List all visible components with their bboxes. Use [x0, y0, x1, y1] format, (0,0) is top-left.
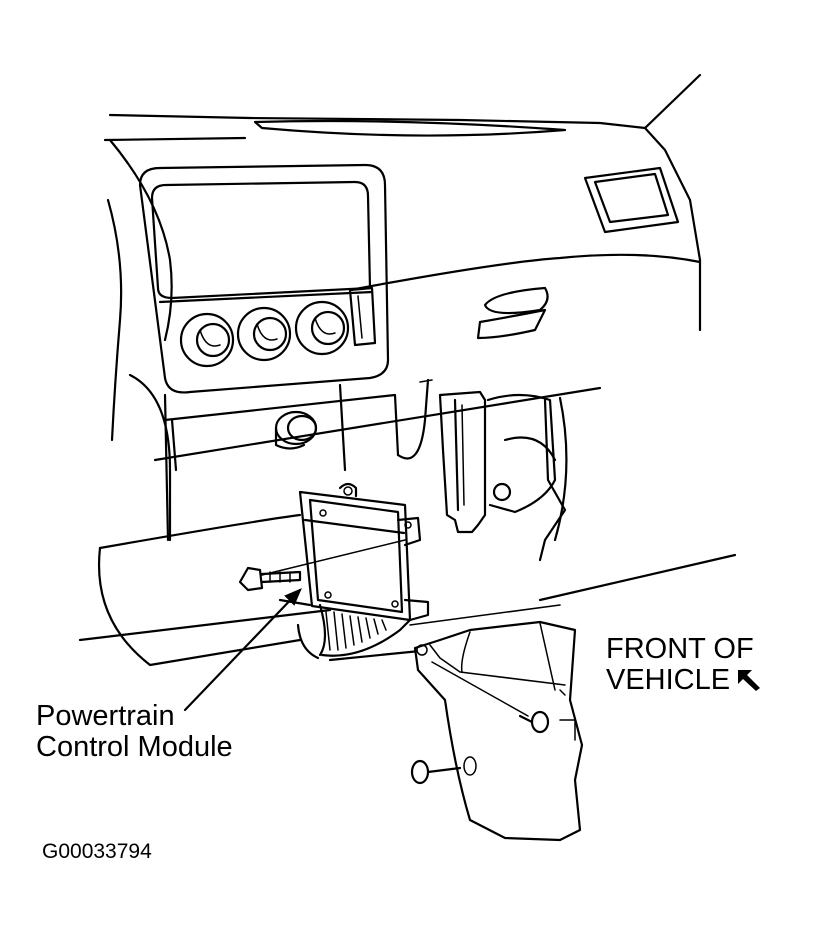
front-of-vehicle-label: FRONT OF VEHICLE — [606, 633, 762, 697]
mounting-bolt — [238, 539, 406, 592]
arrow-up-left-icon — [738, 670, 761, 692]
figure-id: G00033794 — [42, 840, 152, 863]
pcm-label-line2: Control Module — [36, 731, 233, 764]
passenger-vent — [583, 166, 680, 234]
pcm-leader-arrow — [183, 588, 302, 712]
kick-panel-cover — [413, 620, 584, 842]
front-label-line2-row: VEHICLE — [606, 665, 762, 696]
lighter-socket — [274, 410, 318, 450]
climate-knobs — [179, 300, 350, 368]
front-label-line2: VEHICLE — [606, 664, 731, 697]
mounting-bracket — [419, 379, 568, 562]
pcm-label-line1: Powertrain — [36, 700, 175, 732]
pcm-unit — [278, 482, 430, 660]
push-clip-lower — [410, 756, 477, 785]
front-label-line1: FRONT OF — [606, 633, 754, 665]
center-console — [138, 163, 430, 542]
glovebox-handle — [476, 286, 549, 340]
pcm-callout-label: Powertrain Control Module — [36, 700, 233, 764]
dashboard-outline — [78, 73, 737, 667]
push-clip-upper — [431, 661, 550, 734]
